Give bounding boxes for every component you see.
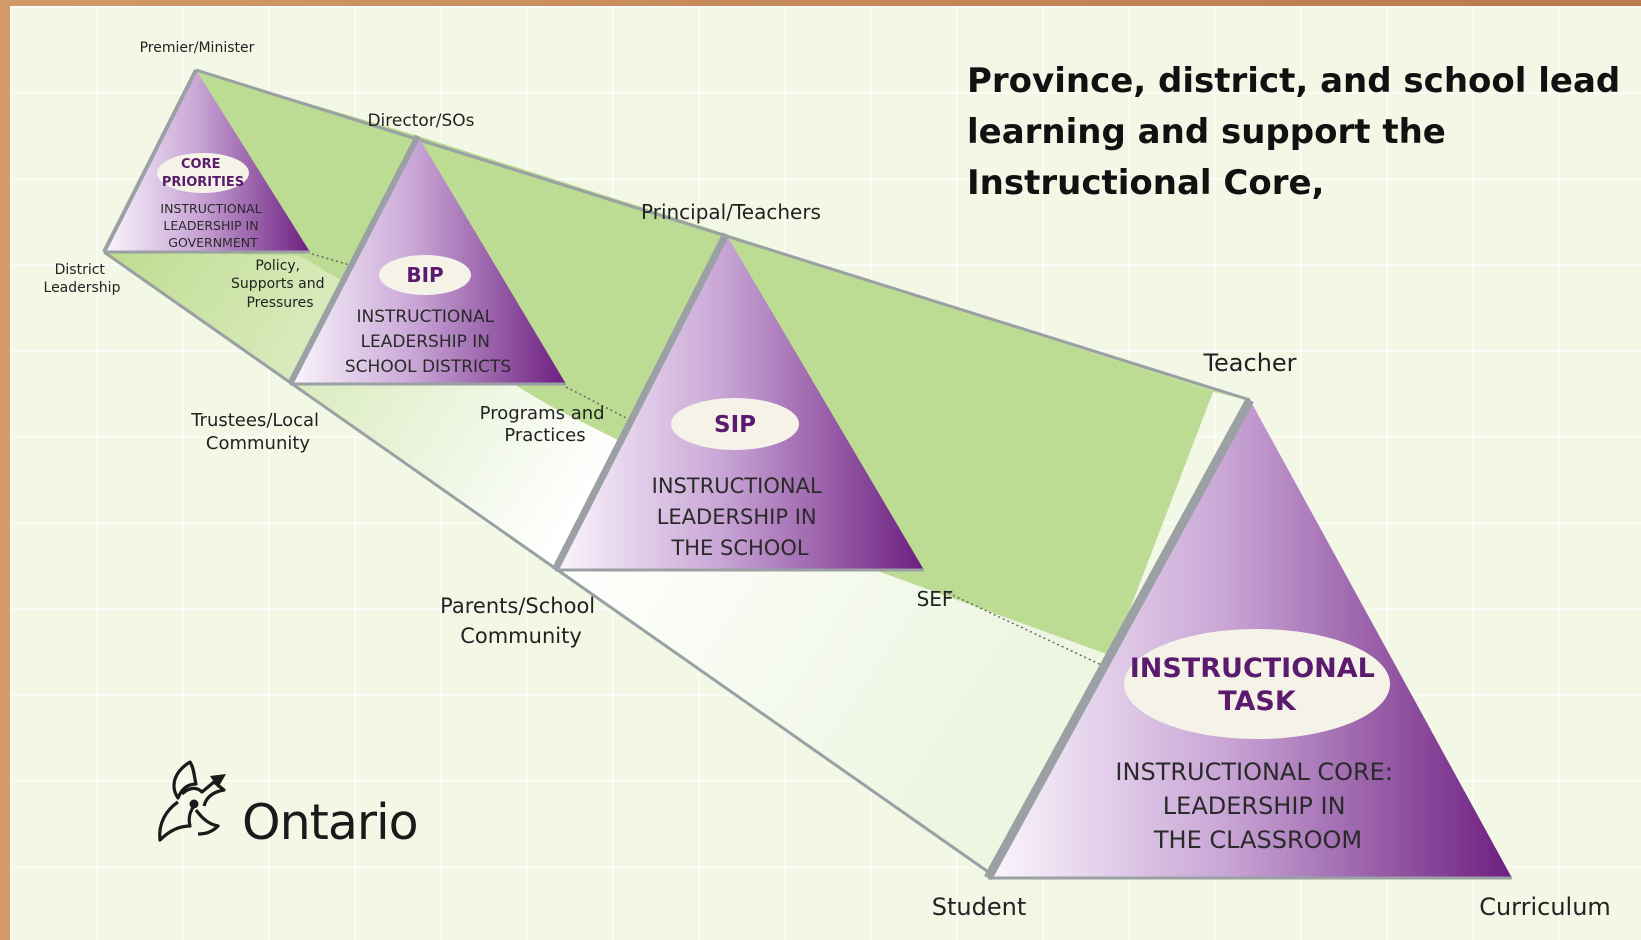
- left-label: Community: [460, 624, 582, 648]
- right-label: Pressures: [246, 295, 313, 311]
- badge-line: BIP: [406, 263, 443, 287]
- svg-text:Principal/Teachers: Principal/Teachers: [641, 200, 821, 224]
- pyramid-text-line: LEADERSHIP IN: [1163, 792, 1346, 820]
- left-label: Trustees/Local: [190, 410, 319, 431]
- pyramid-classroom-edge: [984, 397, 1254, 881]
- headline: Province, district, and school lead lear…: [967, 56, 1627, 209]
- svg-text:INSTRUCTIONAL LEADER: INSTRUCTIONAL LEADERSHIP IN GOVERNMENT: [160, 201, 265, 250]
- badge-line: SIP: [714, 412, 756, 438]
- right-label: Practices: [504, 425, 585, 446]
- svg-text:Trustees/Local Commu: Trustees/Local Community: [190, 410, 325, 454]
- pyramid-districts: BIP INSTRUCTIONAL LEADERSHIP IN SCHOOL D…: [287, 134, 566, 386]
- svg-text:INSTRUCTIONAL CORE:: INSTRUCTIONAL CORE: LEADERSHIP IN THE CL…: [1115, 758, 1400, 854]
- left-label: Parents/School: [440, 594, 595, 618]
- svg-text:INSTRUCTIONAL LEADER: INSTRUCTIONAL LEADERSHIP IN SCHOOL DISTR…: [345, 307, 511, 377]
- svg-text:SEF: SEF: [917, 587, 954, 611]
- apex-label: Teacher: [1202, 349, 1296, 377]
- slide-frame: CORE PRIORITIES INSTRUCTIONAL LEADERSHIP…: [10, 6, 1641, 940]
- right-label: Curriculum: [1479, 893, 1611, 921]
- pyramid-classroom: INSTRUCTIONAL TASK INSTRUCTIONAL CORE: L…: [984, 397, 1512, 881]
- right-label: SEF: [917, 587, 954, 611]
- badge-core-priorities: [157, 153, 249, 193]
- pyramid-text-line: THE CLASSROOM: [1153, 826, 1362, 854]
- apex-label: Premier/Minister: [140, 40, 255, 56]
- headline-line: learning and support the: [967, 112, 1446, 152]
- headline-line: Province, district, and school lead: [967, 61, 1621, 101]
- svg-text:District Leadership: District Leadership: [44, 262, 121, 296]
- badge-sip: [671, 398, 799, 450]
- badge-bip: [379, 255, 471, 295]
- pyramid-text-line: INSTRUCTIONAL: [652, 474, 822, 498]
- connector-3: [943, 590, 1111, 670]
- pyramid-government-edge: [102, 69, 198, 253]
- pyramid-text-line: INSTRUCTIONAL: [160, 201, 261, 216]
- vertex-labels: Premier/Minister District Leadership Pol…: [44, 40, 1611, 921]
- pyramid-text-line: INSTRUCTIONAL: [356, 307, 494, 327]
- pyramid-government: CORE PRIORITIES INSTRUCTIONAL LEADERSHIP…: [102, 69, 310, 254]
- brand-wordmark: Ontario: [242, 794, 419, 851]
- pyramid-text-line: SCHOOL DISTRICTS: [345, 357, 511, 377]
- pyramid-text-line: LEADERSHIP IN: [657, 505, 817, 529]
- svg-text:Curriculum: Curriculum: [1479, 893, 1611, 921]
- pyramid-text-line: LEADERSHIP IN: [361, 332, 490, 352]
- pyramid-text-line: LEADERSHIP IN: [163, 218, 258, 233]
- left-label: Leadership: [44, 280, 121, 296]
- apex-label: Director/SOs: [367, 111, 474, 131]
- svg-text:INSTRUCTIONAL TASK: INSTRUCTIONAL TASK: [1130, 653, 1385, 717]
- pyramid-text-line: THE SCHOOL: [670, 536, 808, 560]
- badge-line: TASK: [1218, 686, 1297, 717]
- svg-text:Premier/Minister: Premier/Minister: [140, 40, 255, 56]
- badge-instructional-task: [1124, 629, 1390, 739]
- pyramid-school: SIP INSTRUCTIONAL LEADERSHIP IN THE SCHO…: [551, 232, 924, 572]
- svg-text:Student: Student: [932, 893, 1026, 921]
- trillium-icon: [158, 760, 226, 842]
- left-label: Community: [206, 433, 311, 454]
- right-label: Policy,: [255, 258, 300, 274]
- prism-bottom-edge: [103, 250, 995, 878]
- svg-text:Parents/School Commu: Parents/School Community: [440, 594, 602, 648]
- left-label: District: [55, 262, 106, 278]
- pyramid-text-line: INSTRUCTIONAL CORE:: [1115, 758, 1393, 786]
- svg-text:SIP: SIP: [714, 412, 756, 438]
- connector-2: [565, 386, 633, 422]
- svg-text:BIP: BIP: [406, 263, 443, 287]
- svg-text:INSTRUCTIONAL LEADER: INSTRUCTIONAL LEADERSHIP IN THE SCHOOL: [652, 474, 829, 560]
- pyramid-districts-edge: [287, 134, 421, 386]
- ontario-logo: Ontario: [152, 754, 432, 854]
- badge-line: CORE: [181, 157, 220, 172]
- right-label: Programs and: [480, 403, 605, 424]
- right-label: Supports and: [231, 276, 324, 292]
- badge-line: PRIORITIES: [162, 175, 244, 190]
- svg-text:Director/SOs: Director/SOs: [367, 111, 474, 131]
- pyramid-text-line: GOVERNMENT: [168, 235, 258, 250]
- svg-text:Teacher: Teacher: [1202, 349, 1296, 377]
- badge-line: INSTRUCTIONAL: [1130, 653, 1375, 684]
- svg-text:CORE PRIORITIES: CORE PRIORITIES: [162, 157, 244, 190]
- apex-label: Principal/Teachers: [641, 200, 821, 224]
- svg-text:Policy, Supports and: Policy, Supports and Pressures: [231, 258, 329, 311]
- headline-line: Instructional Core,: [967, 163, 1325, 203]
- instructional-core-diagram: CORE PRIORITIES INSTRUCTIONAL LEADERSHIP…: [44, 40, 1611, 921]
- pyramid-school-edge: [551, 232, 730, 572]
- left-label: Student: [932, 893, 1026, 921]
- svg-text:Programs and Practic: Programs and Practices: [480, 403, 611, 446]
